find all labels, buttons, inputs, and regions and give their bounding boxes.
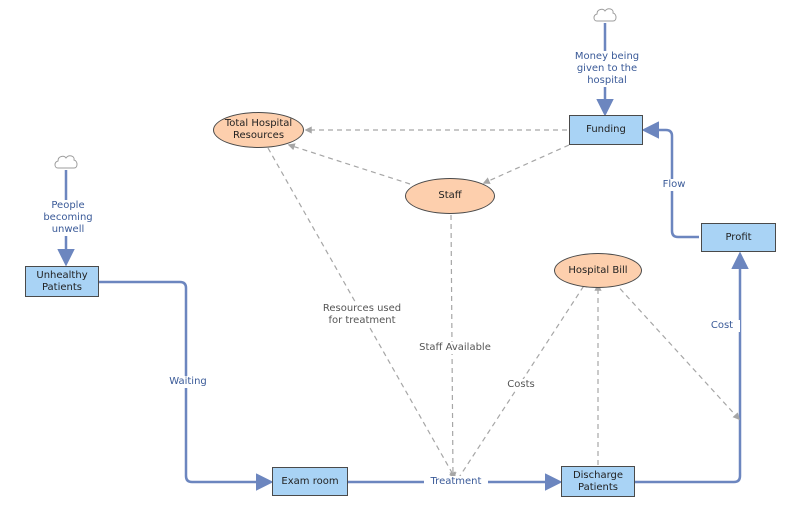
label-staff-available: Staff Available bbox=[408, 342, 502, 354]
staff-oval[interactable]: Staff bbox=[405, 178, 495, 214]
cloud-icon-people bbox=[54, 155, 78, 169]
label-people-becoming-unwell: People becoming unwell bbox=[36, 200, 100, 236]
label-waiting: Waiting bbox=[162, 376, 214, 388]
flow-cost-to-profit bbox=[635, 251, 749, 484]
discharge-patients-box[interactable]: Discharge Patients bbox=[561, 466, 635, 497]
cloud-icon-money bbox=[593, 8, 617, 22]
unhealthy-patients-box[interactable]: Unhealthy Patients bbox=[25, 266, 99, 297]
total-hospital-resources-oval[interactable]: Total Hospital Resources bbox=[213, 112, 304, 148]
label-money-given: Money being given to the hospital bbox=[567, 51, 647, 87]
funding-box[interactable]: Funding bbox=[569, 115, 643, 145]
label-cost: Cost bbox=[704, 320, 740, 332]
profit-box[interactable]: Profit bbox=[701, 223, 776, 252]
exam-room-box[interactable]: Exam room bbox=[272, 467, 348, 496]
hospital-bill-oval[interactable]: Hospital Bill bbox=[554, 253, 642, 288]
label-treatment: Treatment bbox=[424, 476, 488, 488]
link-staff-to-resources bbox=[287, 143, 411, 185]
link-bill-to-cost bbox=[613, 281, 740, 421]
label-flow: Flow bbox=[656, 179, 692, 191]
label-resources-used: Resources used for treatment bbox=[318, 303, 406, 327]
link-funding-to-staff bbox=[482, 144, 570, 184]
label-costs: Costs bbox=[500, 379, 542, 391]
link-staff-available bbox=[449, 214, 457, 480]
